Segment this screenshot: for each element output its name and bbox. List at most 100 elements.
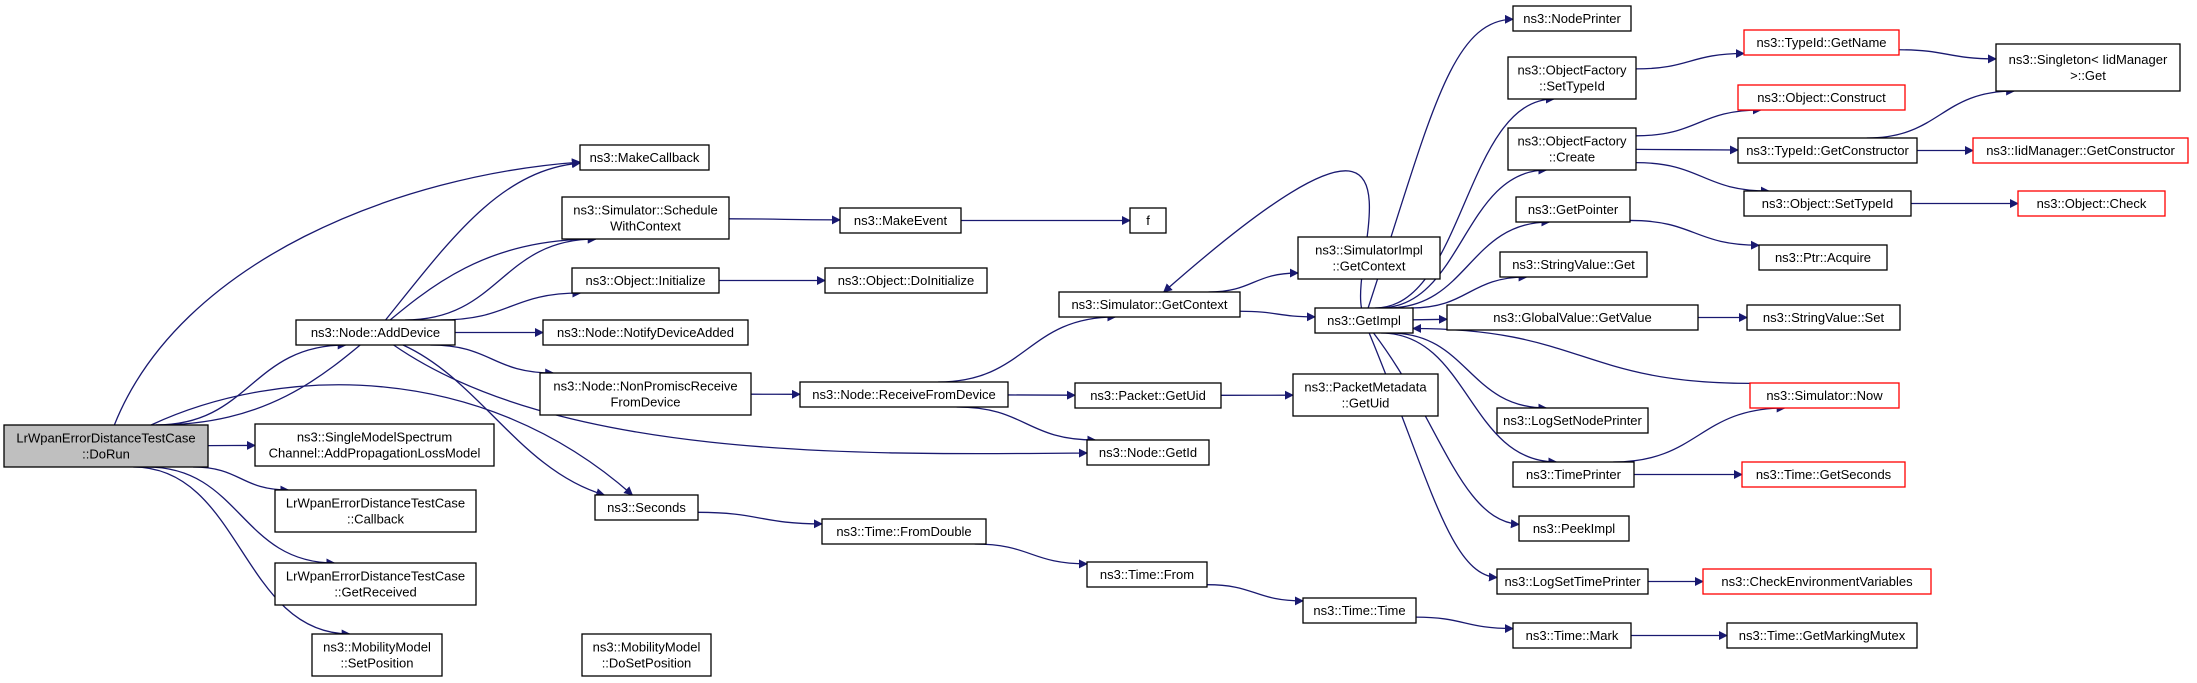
node-label: ns3::Object::Initialize — [586, 273, 706, 288]
node-getmarkingmutex[interactable]: ns3::Time::GetMarkingMutex — [1726, 622, 1918, 649]
node-timefrom[interactable]: ns3::Time::From — [1086, 561, 1208, 588]
node-box — [254, 423, 495, 467]
node-label: ns3::StringValue::Set — [1763, 310, 1885, 325]
node-box — [1512, 461, 1635, 488]
node-dosetposition[interactable]: ns3::MobilityModel::DoSetPosition — [581, 633, 712, 677]
node-getreceived[interactable]: LrWpanErrorDistanceTestCase::GetReceived — [274, 562, 477, 606]
node-label: ns3::GlobalValue::GetValue — [1493, 310, 1652, 325]
node-label: ns3::Packet::GetUid — [1090, 388, 1206, 403]
node-label: LrWpanErrorDistanceTestCase — [286, 496, 465, 511]
node-objsettypeid[interactable]: ns3::Object::SetTypeId — [1743, 190, 1912, 217]
edge-ofcreate-to-tidgetctor — [1635, 145, 1739, 155]
node-ptracquire[interactable]: ns3::Ptr::Acquire — [1758, 244, 1888, 271]
edge-timeprinter-to-simnow — [1613, 403, 1786, 463]
node-f[interactable]: f — [1129, 207, 1167, 234]
node-addprop[interactable]: ns3::SingleModelSpectrumChannel::AddProp… — [254, 423, 495, 467]
node-pktgetuid[interactable]: ns3::Packet::GetUid — [1074, 382, 1222, 409]
node-gvgetvalue[interactable]: ns3::GlobalValue::GetValue — [1446, 304, 1699, 331]
node-simgetctx[interactable]: ns3::Simulator::GetContext — [1058, 291, 1241, 318]
node-strvalget[interactable]: ns3::StringValue::Get — [1499, 251, 1648, 278]
edge-arrow — [1380, 332, 1558, 467]
node-seconds[interactable]: ns3::Seconds — [594, 494, 699, 521]
node-label: ns3::NodePrinter — [1523, 11, 1621, 26]
node-adddevice[interactable]: ns3::Node::AddDevice — [295, 319, 456, 346]
edge-arrow — [393, 344, 1088, 458]
node-logsetnodeprinter[interactable]: ns3::LogSetNodePrinter — [1496, 407, 1649, 434]
edge-arrow — [133, 466, 351, 639]
node-implgetctx[interactable]: ns3::SimulatorImpl::GetContext — [1297, 236, 1441, 280]
node-label: ns3::LogSetTimePrinter — [1504, 574, 1641, 589]
edge-adddevice-to-seconds — [402, 344, 606, 498]
node-timegetseconds[interactable]: ns3::Time::GetSeconds — [1741, 461, 1906, 488]
node-box — [1741, 461, 1906, 488]
edge-arrow — [1635, 105, 1762, 137]
edge-recvfromdev-to-simgetctx — [938, 312, 1117, 383]
node-objconstruct[interactable]: ns3::Object::Construct — [1737, 84, 1906, 111]
node-logsettimeprinter[interactable]: ns3::LogSetTimePrinter — [1496, 568, 1649, 595]
node-ofcreate[interactable]: ns3::ObjectFactory::Create — [1507, 127, 1637, 171]
node-objinit[interactable]: ns3::Object::Initialize — [571, 267, 720, 294]
node-simnow[interactable]: ns3::Simulator::Now — [1749, 382, 1900, 409]
node-box — [561, 196, 730, 240]
edge-adddevice-to-objinit — [440, 288, 582, 321]
node-label: ns3::StringValue::Get — [1512, 257, 1635, 272]
node-tidgetctor[interactable]: ns3::TypeId::GetConstructor — [1737, 137, 1918, 164]
node-label: ::Callback — [347, 512, 405, 527]
node-checkenv[interactable]: ns3::CheckEnvironmentVariables — [1702, 568, 1932, 595]
node-label: ns3::Time::From — [1100, 567, 1194, 582]
node-singletonget[interactable]: ns3::Singleton< IidManager >::Get — [1995, 43, 2181, 92]
node-timemark[interactable]: ns3::Time::Mark — [1512, 622, 1632, 649]
node-box — [1512, 622, 1632, 649]
edge-arrow — [1410, 272, 1528, 309]
node-label: ns3::Time::GetSeconds — [1756, 467, 1892, 482]
node-box — [311, 633, 443, 677]
node-pmgetuid[interactable]: ns3::PacketMetadata::GetUid — [1292, 373, 1439, 417]
node-label: ns3::Time::FromDouble — [836, 524, 971, 539]
node-box — [1507, 127, 1637, 171]
node-label: ns3::Ptr::Acquire — [1775, 250, 1871, 265]
node-peekimpl[interactable]: ns3::PeekImpl — [1518, 515, 1630, 542]
node-ofsettypeid[interactable]: ns3::ObjectFactory::SetTypeId — [1507, 56, 1637, 100]
node-setposition[interactable]: ns3::MobilityModel::SetPosition — [311, 633, 443, 677]
node-makecallback[interactable]: ns3::MakeCallback — [579, 144, 710, 171]
node-getpointer[interactable]: ns3::GetPointer — [1515, 196, 1631, 223]
node-label: ns3::MobilityModel — [323, 640, 431, 655]
node-label: LrWpanErrorDistanceTestCase — [286, 569, 465, 584]
node-nodeprinter[interactable]: ns3::NodePrinter — [1512, 5, 1632, 32]
node-recvfromdev[interactable]: ns3::Node::ReceiveFromDevice — [799, 381, 1009, 408]
node-box — [1086, 561, 1208, 588]
node-objcheck[interactable]: ns3::Object::Check — [2017, 190, 2166, 217]
node-label: ns3::Object::DoInitialize — [838, 273, 975, 288]
node-label: ns3::Node::ReceiveFromDevice — [812, 387, 996, 402]
node-doinit[interactable]: ns3::Object::DoInitialize — [824, 267, 988, 294]
node-box — [1737, 137, 1918, 164]
node-tidgetname[interactable]: ns3::TypeId::GetName — [1743, 29, 1900, 56]
edge-getimpl-to-logsettimeprinter — [1368, 332, 1498, 582]
node-timeprinter[interactable]: ns3::TimePrinter — [1512, 461, 1635, 488]
node-strvalset[interactable]: ns3::StringValue::Set — [1746, 304, 1901, 331]
node-timetime[interactable]: ns3::Time::Time — [1302, 597, 1417, 624]
node-label: ns3::TypeId::GetConstructor — [1746, 143, 1909, 158]
node-callback[interactable]: LrWpanErrorDistanceTestCase::Callback — [274, 489, 477, 533]
node-label: ns3::Node::AddDevice — [311, 325, 440, 340]
node-iidgetctor[interactable]: ns3::IidManager::GetConstructor — [1972, 137, 2189, 164]
node-label: ns3::LogSetNodePrinter — [1503, 413, 1642, 428]
node-box — [1086, 439, 1210, 466]
node-nodegetid[interactable]: ns3::Node::GetId — [1086, 439, 1210, 466]
node-label: ns3::Simulator::Schedule — [573, 203, 718, 218]
edge-arrow — [440, 288, 582, 321]
node-root[interactable]: LrWpanErrorDistanceTestCase::DoRun — [3, 424, 209, 468]
node-makeevent[interactable]: ns3::MakeEvent — [839, 207, 962, 234]
node-getimpl[interactable]: ns3::GetImpl — [1314, 307, 1414, 334]
node-box — [1512, 5, 1632, 32]
edge-getimpl-to-peekimpl — [1373, 332, 1520, 529]
node-fromdouble[interactable]: ns3::Time::FromDouble — [821, 518, 987, 545]
edge-arrow — [1898, 49, 1997, 64]
edge-getimpl-to-logsetnodeprinter — [1390, 332, 1548, 413]
edge-schedwctx-to-makeevent — [728, 215, 841, 225]
node-notifydev[interactable]: ns3::Node::NotifyDeviceAdded — [542, 319, 749, 346]
node-label: >::Get — [2070, 68, 2106, 83]
edge-getimpl-to-getpointer — [1387, 217, 1551, 309]
